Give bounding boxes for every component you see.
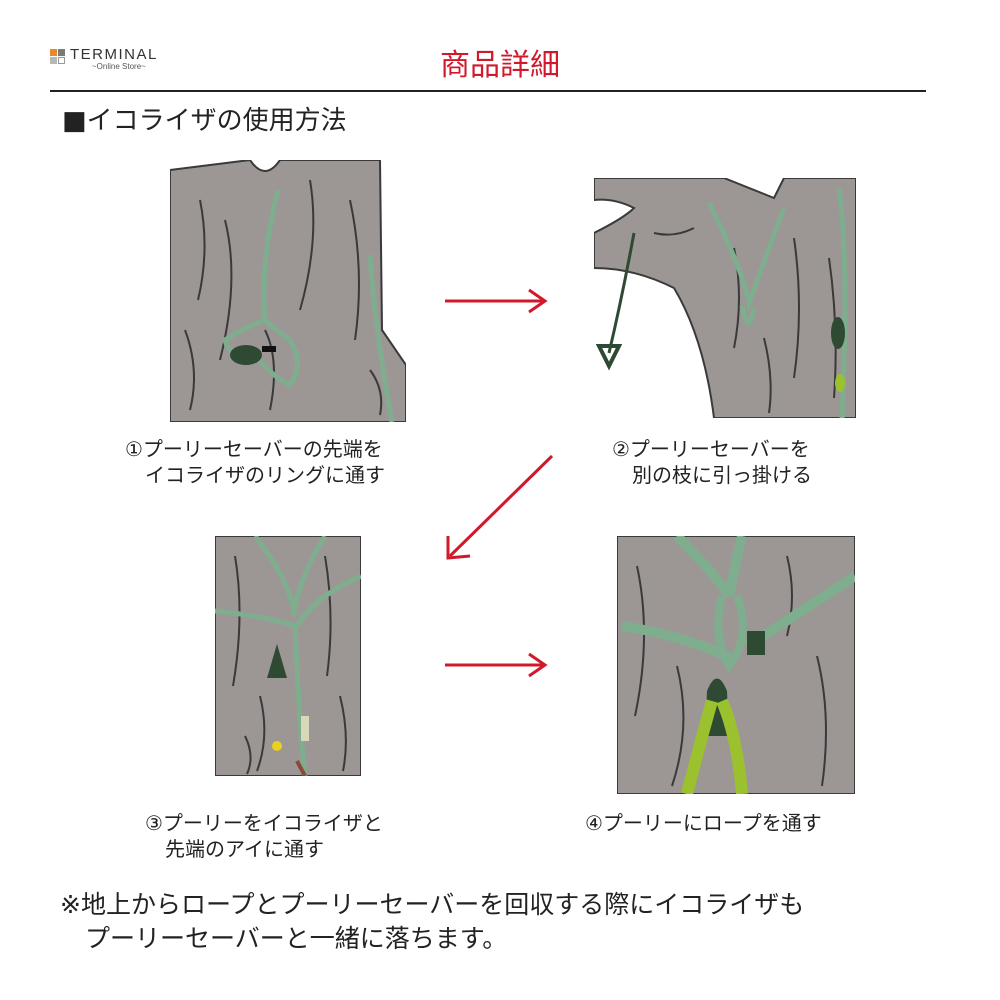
caption-line: 先端のアイに通す <box>145 837 324 861</box>
step-2-caption: ②プーリーセーバーを 別の枝に引っ掛ける <box>612 436 812 488</box>
caption-line: 別の枝に引っ掛ける <box>612 463 812 487</box>
note-line: プーリーセーバーと一緒に落ちます。 <box>60 924 508 953</box>
arrow-diagonal-icon <box>446 454 554 560</box>
step-4-illustration <box>617 536 855 794</box>
step-2-illustration <box>594 178 856 418</box>
step-4-caption: ④プーリーにロープを通す <box>585 810 822 836</box>
logo-subtext: ~Online Store~ <box>92 62 146 71</box>
section-heading: ■イコライザの使用方法 <box>62 106 347 136</box>
brand-logo[interactable]: TERMINAL ~Online Store~ <box>50 47 180 73</box>
logo-mark-icon <box>50 49 66 65</box>
caption-line: ①プーリーセーバーの先端を <box>125 437 383 461</box>
caption-line: ②プーリーセーバーを <box>612 437 810 461</box>
title-divider <box>50 90 926 92</box>
retrieval-note: ※地上からロープとプーリーセーバーを回収する際にイコライザも プーリーセーバーと… <box>60 888 804 956</box>
arrow-right-2-icon <box>445 652 548 678</box>
caption-line: ④プーリーにロープを通す <box>585 811 822 835</box>
note-line: ※地上からロープとプーリーセーバーを回収する際にイコライザも <box>60 890 805 919</box>
step-1-illustration <box>170 160 406 422</box>
caption-line: イコライザのリングに通す <box>125 463 385 487</box>
caption-line: ③プーリーをイコライザと <box>145 811 383 835</box>
logo-text: TERMINAL <box>70 46 158 63</box>
step-3-caption: ③プーリーをイコライザと 先端のアイに通す <box>145 810 383 862</box>
step-1-caption: ①プーリーセーバーの先端を イコライザのリングに通す <box>125 436 385 488</box>
step-3-illustration <box>215 536 361 776</box>
arrow-right-1-icon <box>445 288 548 314</box>
page-title: 商品詳細 <box>440 48 560 83</box>
